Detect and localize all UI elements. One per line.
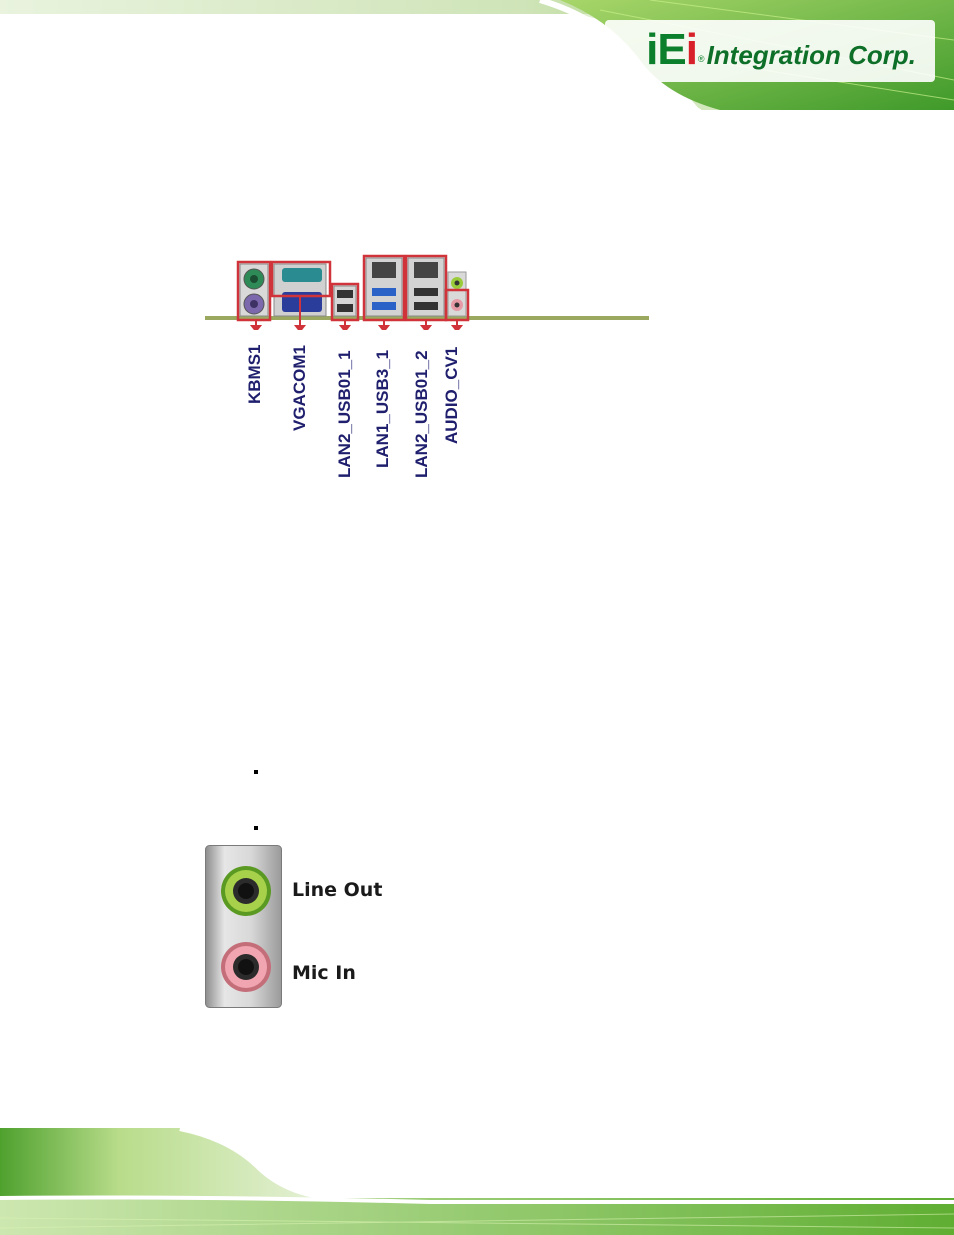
- mic-in-jack: [221, 942, 271, 992]
- rear-panel-diagram: [205, 254, 649, 330]
- label-audio-cv1: AUDIO_CV1: [442, 346, 461, 444]
- line-out-jack: [221, 866, 271, 916]
- board-edge-line: [205, 316, 649, 320]
- label-lan2-usb01-1: LAN2_USB01_1: [335, 350, 354, 478]
- mic-in-label: Mic In: [292, 962, 356, 984]
- logo-mark: iEi: [646, 25, 698, 74]
- label-lan1-usb3-1: LAN1_USB3_1: [373, 349, 392, 468]
- logo-registered-mark: ®: [697, 54, 705, 64]
- pointer-arrows: [249, 296, 464, 330]
- company-logo: iEi ® Integration Corp.: [646, 28, 916, 72]
- label-vgacom1: VGACOM1: [290, 345, 309, 431]
- audio-jack-panel: [205, 845, 282, 1008]
- audio-connector: [447, 271, 467, 317]
- label-lan2-usb01-2: LAN2_USB01_2: [412, 350, 431, 478]
- kbms-connector: [239, 263, 269, 317]
- usb-connector-1: [333, 285, 357, 317]
- logo-text: Integration Corp.: [706, 39, 916, 70]
- header-banner: [0, 0, 954, 115]
- lan-usb3-connector: [365, 257, 403, 317]
- label-kbms1: KBMS1: [245, 344, 264, 404]
- lan-usb-connector-2: [407, 257, 445, 317]
- line-out-label: Line Out: [292, 879, 383, 901]
- list-bullet: [254, 826, 258, 830]
- list-bullet: [254, 770, 258, 774]
- footer-banner: [0, 1128, 954, 1235]
